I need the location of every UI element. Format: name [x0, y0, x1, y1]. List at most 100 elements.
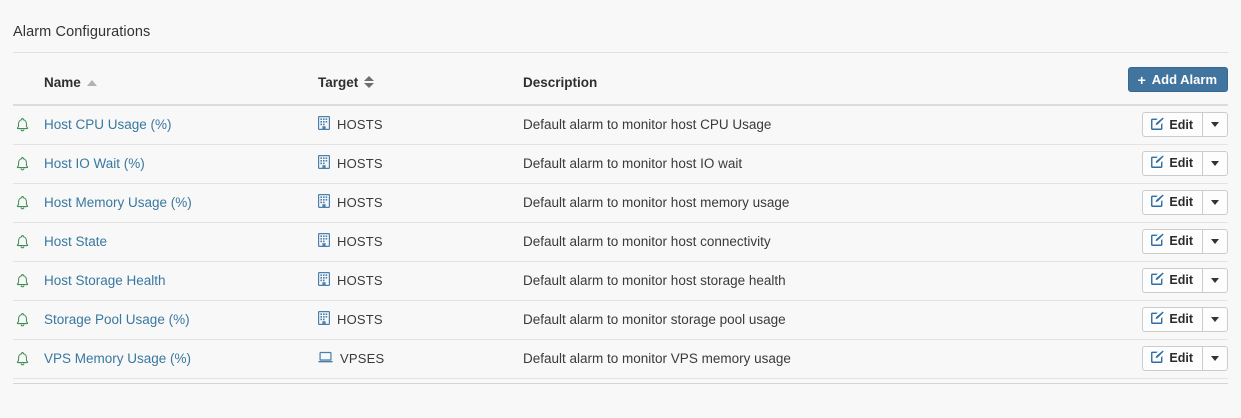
column-header-name-label: Name [44, 74, 81, 90]
cell-description: Default alarm to monitor host storage he… [523, 261, 1108, 301]
cell-actions: Edit [1108, 300, 1228, 340]
laptop-icon [318, 351, 333, 367]
caret-down-icon [1211, 356, 1219, 361]
edit-button[interactable]: Edit [1142, 346, 1202, 371]
row-actions-dropdown-button[interactable] [1202, 346, 1228, 371]
pencil-square-icon [1150, 117, 1165, 134]
cell-actions: Edit [1108, 222, 1228, 262]
row-actions-dropdown-button[interactable] [1202, 190, 1228, 215]
cell-actions: Edit [1108, 183, 1228, 223]
pencil-square-icon-svg [1151, 272, 1165, 286]
pencil-square-icon-svg [1151, 155, 1165, 169]
edit-button[interactable]: Edit [1142, 190, 1202, 215]
alarm-name-link[interactable]: Storage Pool Usage (%) [44, 312, 190, 327]
target-label: VPSES [340, 351, 385, 366]
row-actions-dropdown-button[interactable] [1202, 307, 1228, 332]
bell-icon [13, 195, 44, 211]
column-header-actions: + Add Alarm [1108, 60, 1228, 106]
edit-button[interactable]: Edit [1142, 307, 1202, 332]
column-header-target-label: Target [318, 74, 359, 90]
bell-icon-svg [16, 234, 29, 248]
cell-actions: Edit [1108, 261, 1228, 301]
cell-target: VPSES [318, 339, 523, 379]
laptop-icon-svg [318, 351, 333, 362]
bell-icon [13, 117, 44, 133]
edit-button-label: Edit [1169, 234, 1193, 249]
description-text: Default alarm to monitor host memory usa… [523, 195, 790, 210]
sort-both-icon[interactable] [364, 76, 375, 88]
row-action-button-group: Edit [1142, 151, 1228, 176]
target-label: HOSTS [337, 312, 383, 327]
bell-icon [13, 156, 44, 172]
sort-ascending-icon[interactable] [86, 80, 97, 86]
add-alarm-button[interactable]: + Add Alarm [1127, 67, 1228, 92]
description-text: Default alarm to monitor host storage he… [523, 273, 786, 288]
cell-description: Default alarm to monitor host connectivi… [523, 222, 1108, 262]
server-icon [318, 272, 331, 289]
add-alarm-button-label: Add Alarm [1151, 72, 1217, 87]
bell-icon-svg [16, 156, 29, 170]
row-action-button-group: Edit [1142, 268, 1228, 293]
cell-name: Host State [13, 222, 318, 262]
alarm-name-link[interactable]: Host Memory Usage (%) [44, 195, 192, 210]
description-text: Default alarm to monitor storage pool us… [523, 312, 786, 327]
table-row: VPS Memory Usage (%) VPSES Default alarm t… [13, 339, 1228, 379]
bell-icon-svg [16, 195, 29, 209]
column-header-target[interactable]: Target [318, 60, 523, 106]
cell-actions: Edit [1108, 144, 1228, 184]
server-icon-svg [318, 311, 331, 326]
cell-description: Default alarm to monitor host IO wait [523, 144, 1108, 184]
alarm-name-link[interactable]: Host Storage Health [44, 273, 166, 288]
row-actions-dropdown-button[interactable] [1202, 229, 1228, 254]
column-header-name[interactable]: Name [13, 60, 318, 106]
description-text: Default alarm to monitor VPS memory usag… [523, 351, 791, 366]
edit-button[interactable]: Edit [1142, 151, 1202, 176]
cell-description: Default alarm to monitor host memory usa… [523, 183, 1108, 223]
row-action-button-group: Edit [1142, 112, 1228, 138]
row-actions-dropdown-button[interactable] [1202, 112, 1228, 138]
cell-name: Host CPU Usage (%) [13, 105, 318, 145]
pencil-square-icon [1150, 194, 1165, 211]
description-text: Default alarm to monitor host connectivi… [523, 234, 771, 249]
target-label: HOSTS [337, 195, 383, 210]
column-header-description: Description [523, 60, 1108, 106]
cell-name: Host Storage Health [13, 261, 318, 301]
alarm-name-link[interactable]: Host CPU Usage (%) [44, 117, 172, 133]
caret-down-icon [1211, 278, 1219, 283]
server-icon [318, 233, 331, 250]
cell-target: HOSTS [318, 261, 523, 301]
edit-button-label: Edit [1169, 156, 1193, 171]
row-actions-dropdown-button[interactable] [1202, 268, 1228, 293]
bell-icon-svg [16, 312, 29, 326]
alarm-name-link[interactable]: Host IO Wait (%) [44, 156, 145, 171]
edit-button-label: Edit [1169, 117, 1193, 132]
row-actions-dropdown-button[interactable] [1202, 151, 1228, 176]
edit-button[interactable]: Edit [1142, 112, 1202, 138]
edit-button[interactable]: Edit [1142, 268, 1202, 293]
alarm-name-link[interactable]: VPS Memory Usage (%) [44, 351, 192, 366]
cell-description: Default alarm to monitor VPS memory usag… [523, 339, 1108, 379]
alarm-configurations-table: Name Target Description [13, 60, 1228, 379]
server-icon [318, 116, 331, 133]
edit-button-label: Edit [1169, 312, 1193, 327]
target-label: HOSTS [337, 117, 383, 133]
target-label: HOSTS [337, 156, 383, 171]
cell-name: Host Memory Usage (%) [13, 183, 318, 223]
edit-button-label: Edit [1169, 195, 1193, 210]
server-icon [318, 194, 331, 211]
plus-icon: + [1137, 71, 1146, 88]
server-icon [318, 311, 331, 328]
edit-button[interactable]: Edit [1142, 229, 1202, 254]
cell-name: Storage Pool Usage (%) [13, 300, 318, 340]
row-action-button-group: Edit [1142, 307, 1228, 332]
pencil-square-icon [1150, 272, 1165, 289]
alarm-name-link[interactable]: Host State [44, 234, 108, 249]
title-divider [13, 52, 1228, 53]
description-text: Default alarm to monitor host IO wait [523, 156, 743, 171]
caret-down-icon [1211, 200, 1219, 205]
caret-down-icon [1211, 239, 1219, 244]
